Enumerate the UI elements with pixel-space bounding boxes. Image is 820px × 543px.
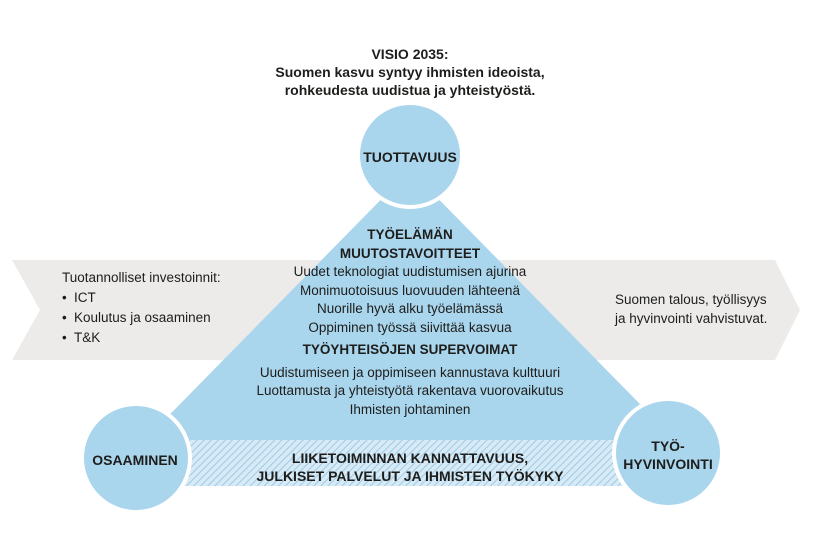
vision-title: VISIO 2035: <box>371 46 449 62</box>
investments-panel: Tuotannolliset investoinnit: ICT Koulutu… <box>62 268 272 348</box>
goals-heading-line-2: MUUTOSTAVOITTEET <box>339 245 481 261</box>
goals-heading-line-1: TYÖELÄMÄN <box>367 227 453 242</box>
bottom-hatched-band <box>175 440 645 486</box>
investments-title: Tuotannolliset investoinnit: <box>62 270 221 285</box>
outcome-line-2: ja hyvinvointi vahvistuvat. <box>615 311 768 326</box>
goal-item: Monimuotoisuus luovuuden lähteenä <box>300 282 520 298</box>
label-tuottavuus: TUOTTAVUUS <box>363 149 457 165</box>
list-item: ICT <box>62 288 272 308</box>
outcome-panel: Suomen talous, työllisyys ja hyvinvointi… <box>615 290 785 328</box>
superpower-item: Luottamusta ja yhteistyötä rakentava vuo… <box>256 383 564 398</box>
label-tyohyvinvointi-line-2: HYVINVOINTI <box>623 456 713 472</box>
label-tyohyvinvointi-line-1: TYÖ- <box>651 438 685 454</box>
vision-line-2: Suomen kasvu syntyy ihmisten ideoista, <box>275 64 545 80</box>
outcome-line-1: Suomen talous, työllisyys <box>615 292 767 307</box>
label-tyohyvinvointi: TYÖ- HYVINVOINTI <box>608 437 728 473</box>
circle-osaaminen <box>80 402 192 514</box>
list-item: Koulutus ja osaaminen <box>62 308 272 328</box>
circle-tuottavuus <box>356 101 464 209</box>
foundation-band-text: LIIKETOIMINNAN KANNATTAVUUS, JULKISET PA… <box>200 449 620 485</box>
foundation-line-1: LIIKETOIMINNAN KANNATTAVUUS, <box>291 450 529 466</box>
goal-item: Oppiminen työssä siivittää kasvua <box>308 319 512 335</box>
vision-statement: VISIO 2035: Suomen kasvu syntyy ihmisten… <box>200 45 620 99</box>
list-item: T&K <box>62 328 272 348</box>
vision-line-3: rohkeudesta uudistua ja yhteistyöstä. <box>284 82 536 98</box>
triangle-content: TYÖELÄMÄN MUUTOSTAVOITTEET Uudet teknolo… <box>255 226 565 419</box>
foundation-line-2: JULKISET PALVELUT JA IHMISTEN TYÖKYKY <box>256 468 564 484</box>
superpowers-heading: TYÖYHTEISÖJEN SUPERVOIMAT <box>302 342 518 357</box>
investments-list: ICT Koulutus ja osaaminen T&K <box>62 288 272 348</box>
central-triangle <box>130 170 690 455</box>
goal-item: Uudet teknologiat uudistumisen ajurina <box>293 264 527 279</box>
circle-tyohyvinvointi <box>612 397 724 509</box>
goal-item: Nuorille hyvä alku työelämässä <box>316 301 504 316</box>
superpower-item: Uudistumiseen ja oppimiseen kannustava k… <box>259 364 561 380</box>
label-osaaminen: OSAAMINEN <box>92 452 178 468</box>
superpower-item: Ihmisten johtaminen <box>349 401 471 417</box>
